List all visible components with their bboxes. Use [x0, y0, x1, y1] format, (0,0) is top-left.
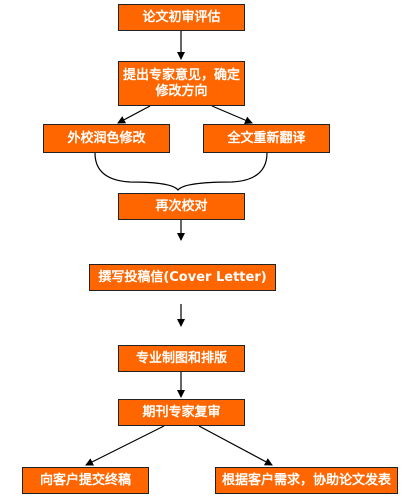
step-proofread-again: 再次校对: [118, 193, 245, 220]
step-cover-letter: 撰写投稿信(Cover Letter): [89, 264, 276, 291]
arrow-expert-to-translate: [211, 105, 253, 124]
step-initial-review: 论文初审评估: [118, 4, 245, 31]
arrow-journal-to-assist: [198, 425, 273, 466]
step-cover-letter-label: 撰写投稿信(Cover Letter): [98, 269, 267, 285]
step-expert-opinion-label: 提出专家意见，确定修改方向: [123, 67, 241, 99]
step-expert-opinion: 提出专家意见，确定修改方向: [118, 61, 245, 106]
step-polish-revision-label: 外校润色修改: [67, 130, 146, 146]
step-submit-final: 向客户提交终稿: [22, 467, 149, 494]
step-assist-publication-label: 根据客户需求，协助论文发表: [221, 472, 391, 488]
step-figures-layout-label: 专业制图和排版: [135, 350, 227, 366]
step-submit-final-label: 向客户提交终稿: [39, 472, 131, 488]
step-full-retranslation: 全文重新翻译: [203, 124, 330, 153]
step-journal-expert-review: 期刊专家复审: [118, 399, 245, 426]
step-figures-layout: 专业制图和排版: [118, 345, 245, 372]
step-polish-revision: 外校润色修改: [43, 124, 170, 153]
step-initial-review-label: 论文初审评估: [142, 9, 221, 25]
step-journal-expert-review-label: 期刊专家复审: [142, 404, 221, 420]
brace-merge: [94, 152, 268, 191]
step-proofread-again-label: 再次校对: [155, 198, 208, 214]
arrow-journal-to-submit: [85, 425, 165, 466]
arrow-expert-to-polish: [117, 105, 151, 124]
step-assist-publication: 根据客户需求，协助论文发表: [215, 467, 398, 494]
step-full-retranslation-label: 全文重新翻译: [227, 130, 306, 146]
